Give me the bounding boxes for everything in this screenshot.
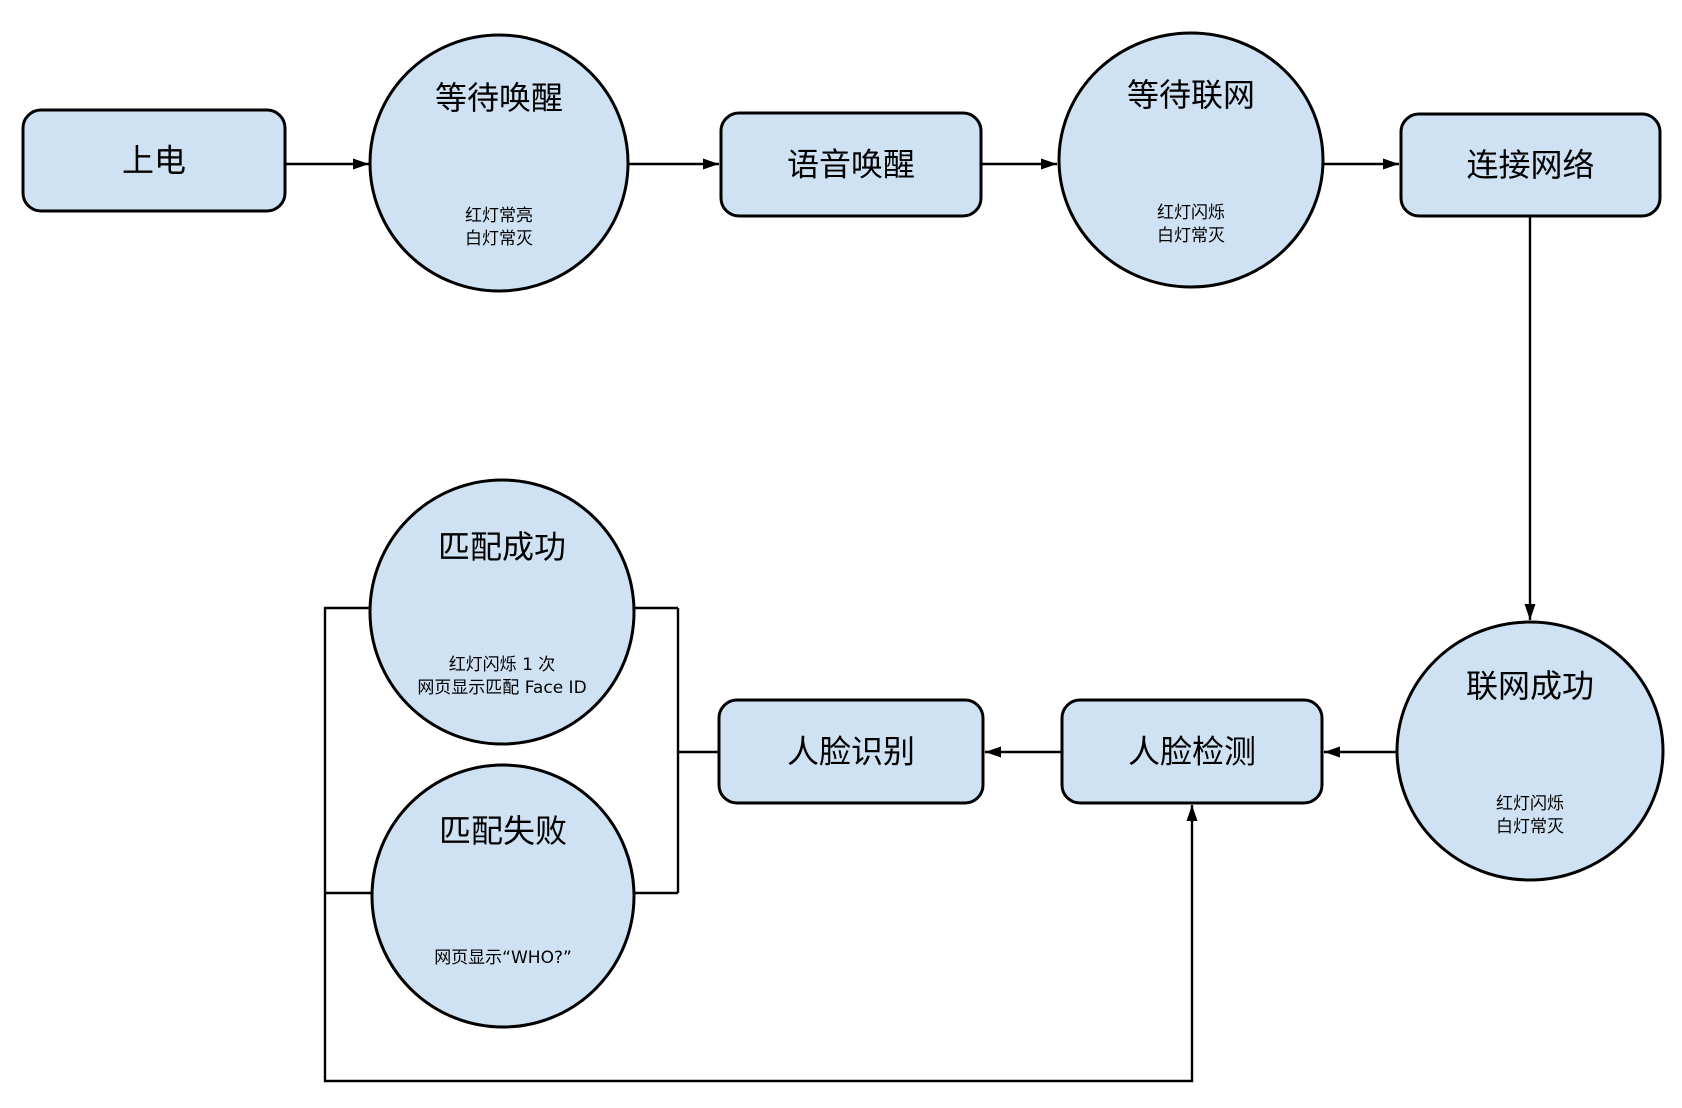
node-power-on: 上电 bbox=[21, 108, 287, 213]
node-face-detect: 人脸检测 bbox=[1060, 698, 1324, 805]
node-match-success-subtext-1: 网页显示匹配 Face ID bbox=[417, 678, 586, 698]
nodes-layer: 上电等待唤醒红灯常亮白灯常灭语音唤醒等待联网红灯闪烁白灯常灭连接网络联网成功红灯… bbox=[21, 31, 1665, 1029]
node-face-detect-shape bbox=[1060, 698, 1324, 805]
node-connect-network-label: 连接网络 bbox=[1466, 146, 1594, 184]
node-voice-wake-shape bbox=[719, 111, 983, 218]
node-wait-wake-subtext-0: 红灯常亮 bbox=[465, 206, 533, 226]
node-wait-network-shape bbox=[1057, 31, 1325, 289]
node-wait-network-subtext-0: 红灯闪烁 bbox=[1157, 203, 1225, 223]
node-power-on-shape bbox=[21, 108, 287, 213]
node-power-on-label: 上电 bbox=[122, 142, 186, 180]
node-face-detect-label: 人脸检测 bbox=[1128, 733, 1256, 771]
node-match-success-subtext-0: 红灯闪烁 1 次 bbox=[449, 655, 556, 675]
node-match-fail-label: 匹配失败 bbox=[439, 812, 567, 850]
node-face-recognize: 人脸识别 bbox=[717, 698, 985, 805]
node-voice-wake-label: 语音唤醒 bbox=[787, 146, 915, 184]
node-connect-network: 连接网络 bbox=[1399, 112, 1662, 218]
node-wait-wake-label: 等待唤醒 bbox=[435, 79, 563, 117]
node-network-success-subtext-0: 红灯闪烁 bbox=[1496, 794, 1564, 814]
node-match-fail-subtext-0: 网页显示“WHO?” bbox=[434, 948, 572, 968]
node-match-fail-shape bbox=[370, 763, 636, 1029]
node-match-success-label: 匹配成功 bbox=[438, 528, 566, 566]
node-face-recognize-label: 人脸识别 bbox=[787, 733, 915, 771]
node-network-success-subtext-1: 白灯常灭 bbox=[1496, 817, 1564, 837]
node-wait-network-subtext-1: 白灯常灭 bbox=[1157, 226, 1225, 246]
node-wait-wake-shape bbox=[368, 33, 630, 293]
node-wait-network-label: 等待联网 bbox=[1127, 76, 1255, 114]
node-wait-wake-subtext-1: 白灯常灭 bbox=[465, 229, 533, 249]
edge-loop-back-to-facedetect bbox=[323, 606, 1198, 1083]
node-network-success-label: 联网成功 bbox=[1466, 667, 1594, 705]
node-network-success-shape bbox=[1395, 620, 1665, 882]
edges-layer bbox=[285, 158, 1536, 1083]
node-connect-network-shape bbox=[1399, 112, 1662, 218]
node-match-success-shape bbox=[368, 478, 636, 746]
node-face-recognize-shape bbox=[717, 698, 985, 805]
node-voice-wake: 语音唤醒 bbox=[719, 111, 983, 218]
